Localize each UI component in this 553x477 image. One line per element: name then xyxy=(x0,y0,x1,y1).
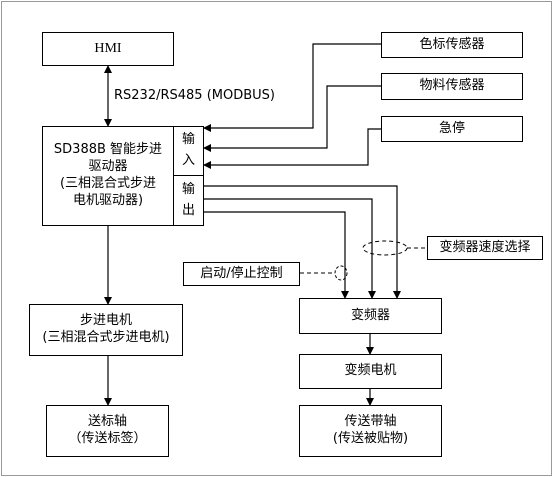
vfd-motor-label: 变频电机 xyxy=(344,363,397,379)
comm-label: RS232/RS485 (MODBUS) xyxy=(114,88,275,103)
start-stop-box: 启动/停止控制 xyxy=(183,262,300,286)
start-stop-ellipse xyxy=(334,265,348,281)
vfd-speed-select-box: 变频器速度选择 xyxy=(427,236,543,260)
output-port: 输 出 xyxy=(173,175,204,226)
output-line-1 xyxy=(204,185,401,299)
start-stop-label: 启动/停止控制 xyxy=(200,265,283,281)
stepper-motor-box: 步进电机 (三相混合式步进电机) xyxy=(29,304,183,356)
vfd-speed-select-label: 变频器速度选择 xyxy=(439,239,531,255)
label-axis-line2: （传送标签） xyxy=(68,431,147,446)
material-sensor-line xyxy=(203,85,381,152)
driver-line1: SD388B 智能步进 xyxy=(53,142,163,158)
input-port: 输 入 xyxy=(173,126,204,176)
hmi-label: HMI xyxy=(94,40,122,56)
material-sensor-label: 物料传感器 xyxy=(419,78,485,94)
vfd-box: 变频器 xyxy=(299,298,442,334)
output-port-char1: 输 xyxy=(181,181,195,197)
input-port-char1: 输 xyxy=(181,132,195,148)
conveyor-axis-box: 传送带轴 (传送被贴物) xyxy=(299,405,442,457)
conveyor-axis-line1: 传送带轴 xyxy=(344,414,397,430)
hmi-box: HMI xyxy=(42,32,174,66)
emergency-stop-box: 急停 xyxy=(381,116,523,142)
driver-line4: 电机驱动器) xyxy=(72,192,144,208)
driver-box: SD388B 智能步进 驱动器 (三相混合式步进 电机驱动器) xyxy=(42,126,174,226)
material-sensor-box: 物料传感器 xyxy=(381,73,523,100)
label-axis-line1: 送标轴 xyxy=(87,414,127,430)
color-sensor-line xyxy=(203,43,381,132)
color-sensor-box: 色标传感器 xyxy=(381,32,523,58)
output-port-char2: 出 xyxy=(181,202,195,218)
stepper-motor-line1: 步进电机 xyxy=(79,313,132,329)
driver-line2: 驱动器 xyxy=(88,159,128,175)
vfd-label: 变频器 xyxy=(350,307,390,323)
output-line-3 xyxy=(204,211,349,299)
conveyor-axis-line2: (传送被贴物) xyxy=(332,431,409,446)
label-axis-box: 送标轴 （传送标签） xyxy=(46,405,169,457)
emergency-stop-label: 急停 xyxy=(438,120,465,136)
input-port-char2: 入 xyxy=(181,153,195,168)
vfd-motor-box: 变频电机 xyxy=(299,354,442,389)
estop-line xyxy=(203,128,381,169)
stepper-motor-line2: (三相混合式步进电机) xyxy=(42,330,170,345)
speed-select-ellipse xyxy=(362,240,408,256)
output-line-2 xyxy=(204,198,376,299)
driver-line3: (三相混合式步进 xyxy=(59,176,157,191)
color-sensor-label: 色标传感器 xyxy=(419,36,485,52)
